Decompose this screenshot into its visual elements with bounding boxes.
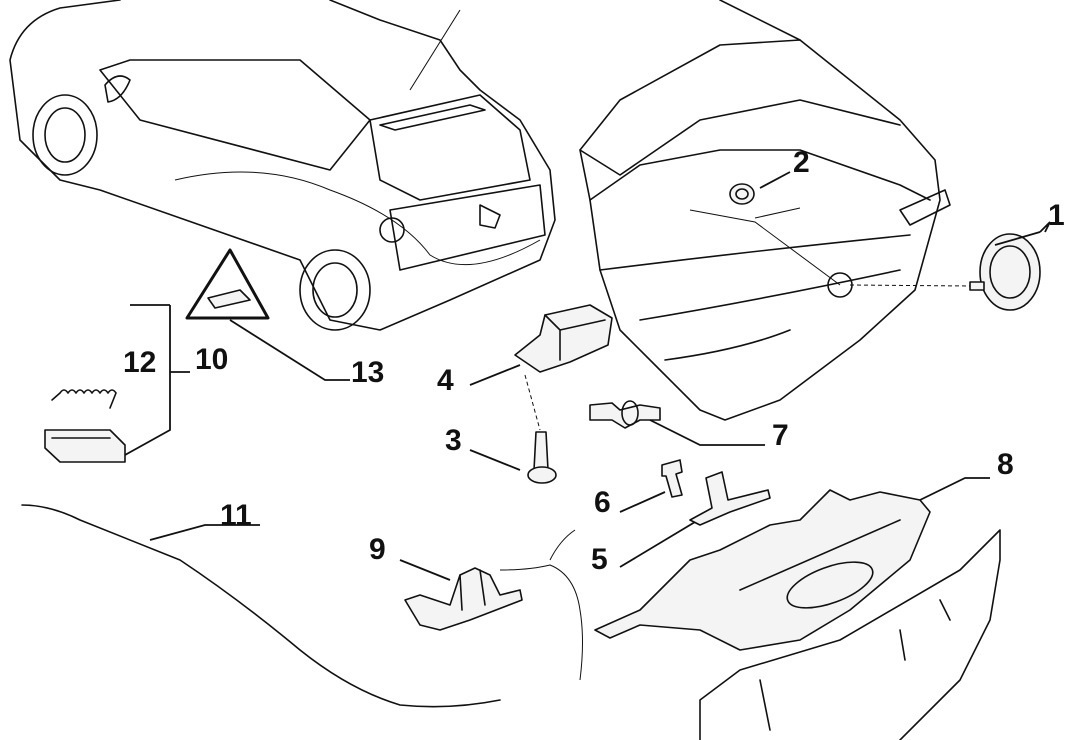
lock-latch	[404, 529, 583, 681]
callout-6: 6	[594, 486, 611, 519]
cable	[21, 504, 501, 708]
callout-5: 5	[591, 543, 608, 576]
bolt	[661, 459, 683, 498]
callout-7: 7	[772, 419, 789, 452]
callout-1: 1	[1048, 199, 1065, 232]
callouts: 1 2 3 4 5 6 7 8 9 10 11 12 13	[123, 146, 1065, 576]
spring	[51, 389, 117, 409]
release-handle	[44, 429, 126, 463]
screw	[527, 431, 557, 484]
plug	[729, 183, 755, 205]
callout-11: 11	[220, 499, 252, 532]
callout-9: 9	[369, 533, 386, 566]
callout-8: 8	[997, 448, 1014, 481]
warning-label	[185, 248, 270, 320]
callout-13: 13	[351, 356, 384, 389]
car-overview	[9, 0, 556, 331]
badge	[849, 233, 1041, 311]
bulb-holder	[589, 400, 661, 429]
callout-12: 12	[123, 346, 156, 379]
trim-panel	[594, 489, 1001, 740]
lock-actuator	[514, 304, 613, 431]
bracket	[689, 471, 771, 526]
callout-10: 10	[195, 343, 228, 376]
callout-3: 3	[445, 424, 462, 457]
leader-lines	[124, 171, 1051, 581]
callout-4: 4	[437, 364, 454, 397]
tailgate	[579, 0, 951, 421]
callout-2: 2	[793, 146, 810, 179]
